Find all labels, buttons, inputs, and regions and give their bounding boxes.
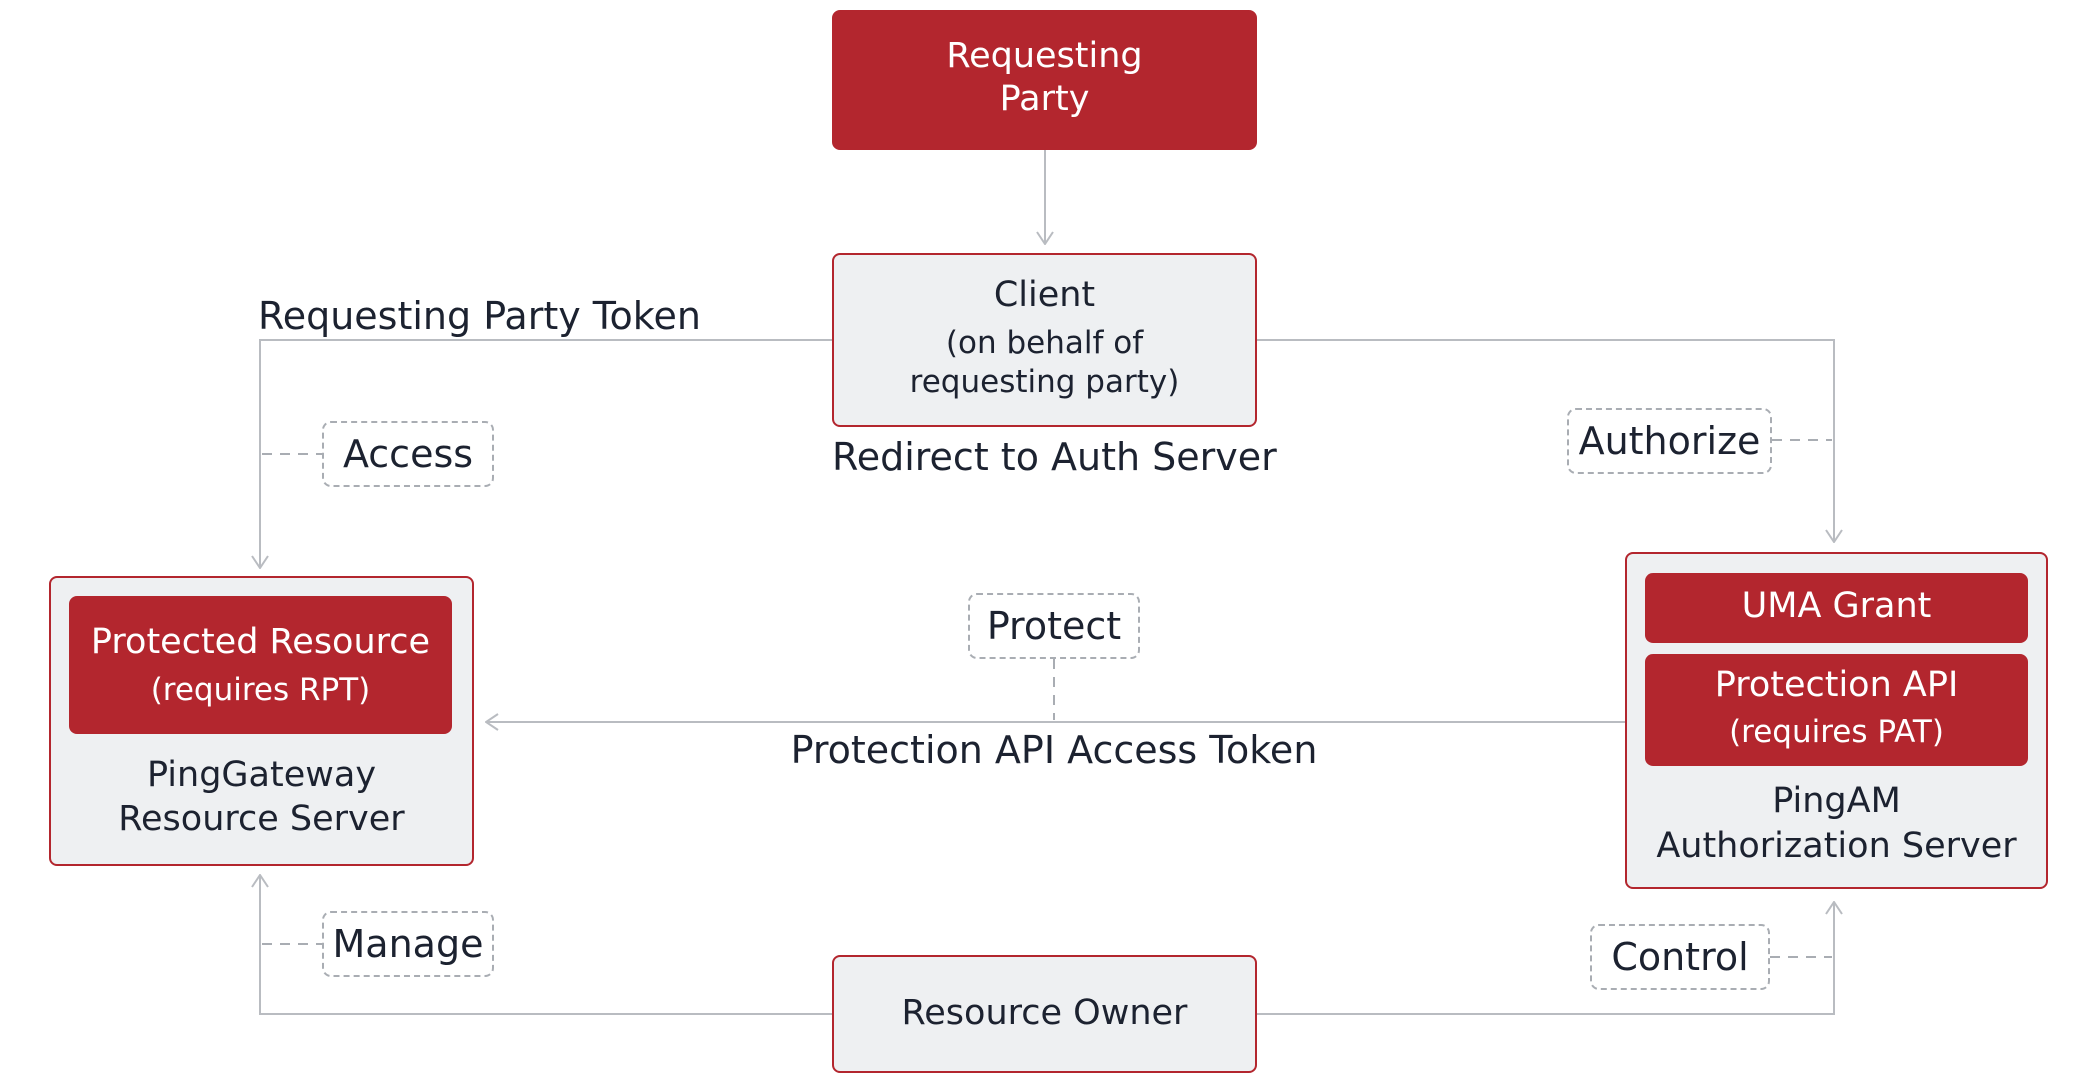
protected-resource-title: Protected Resource: [90, 622, 431, 662]
authorization-server-name: PingAM: [1772, 781, 1901, 821]
protected-resource-box: Protected Resource (requires RPT): [69, 596, 452, 734]
requesting-party-box: Requesting Party: [832, 10, 1257, 150]
client-box: Client (on behalf of requesting party): [832, 253, 1257, 427]
manage-tag: Manage: [322, 911, 494, 977]
resource-server-name: PingGateway: [146, 755, 377, 795]
resource-server-role: Resource Server: [118, 799, 405, 839]
authorization-server-box: UMA Grant Protection API (requires PAT) …: [1625, 552, 2048, 889]
authorize-tag: Authorize: [1567, 408, 1772, 474]
client-subtitle-line2: requesting party): [909, 364, 1180, 400]
requesting-party-line2: Party: [999, 79, 1090, 119]
uma-grant-box: UMA Grant: [1645, 573, 2028, 643]
client-subtitle-line1: (on behalf of: [945, 325, 1144, 361]
arrow-owner-to-resource-server: [260, 875, 832, 1015]
rpt-edge-label: Requesting Party Token: [258, 294, 701, 338]
protection-api-title: Protection API: [1714, 665, 1959, 705]
requesting-party-line1: Requesting: [946, 36, 1143, 76]
authorization-server-role: Authorization Server: [1656, 826, 2017, 866]
pat-edge-label: Protection API Access Token: [790, 728, 1318, 772]
arrow-owner-to-auth-server: [1257, 902, 1834, 1015]
protected-resource-requirement: (requires RPT): [150, 672, 371, 708]
arrow-client-to-resource-server: [260, 339, 832, 568]
resource-owner-label: Resource Owner: [901, 993, 1188, 1033]
protection-api-requirement: (requires PAT): [1729, 714, 1944, 750]
resource-server-box: Protected Resource (requires RPT) PingGa…: [49, 576, 474, 866]
control-tag: Control: [1590, 924, 1770, 990]
protect-tag: Protect: [968, 593, 1140, 659]
client-caption: Redirect to Auth Server: [832, 435, 1277, 479]
resource-owner-box: Resource Owner: [832, 955, 1257, 1073]
protection-api-box: Protection API (requires PAT): [1645, 654, 2028, 766]
access-tag: Access: [322, 421, 494, 487]
arrow-client-to-auth-server: [1257, 339, 1834, 542]
uma-grant-label: UMA Grant: [1741, 586, 1932, 626]
client-title: Client: [993, 275, 1096, 315]
